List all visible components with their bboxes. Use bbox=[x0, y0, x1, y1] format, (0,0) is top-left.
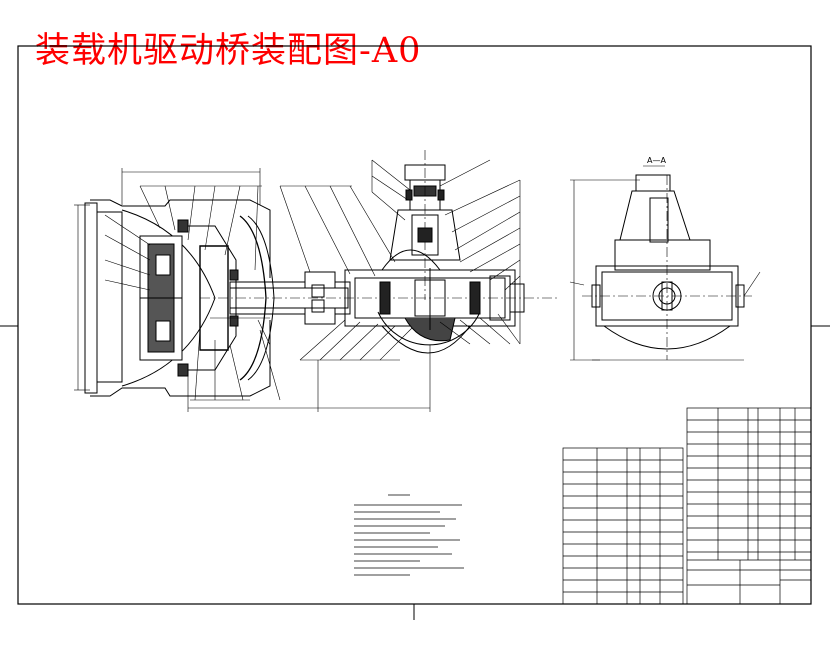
input-pinion-section bbox=[389, 150, 461, 300]
part-leaders-left bbox=[104, 214, 151, 291]
axle-shaft-section bbox=[200, 271, 560, 325]
section-a-a-view: A—A bbox=[569, 156, 761, 361]
part-leaders-bottom bbox=[190, 313, 521, 401]
main-assembly-view bbox=[74, 150, 560, 412]
technical-requirements bbox=[354, 494, 464, 576]
drawing-title: 装载机驱动桥装配图-A0 bbox=[35, 31, 422, 71]
dimension-lines bbox=[74, 168, 431, 412]
part-leaders-top bbox=[139, 159, 521, 344]
section-label: A—A bbox=[647, 156, 666, 165]
differential-section bbox=[344, 249, 525, 354]
drawing-frame bbox=[0, 45, 830, 620]
parts-list-table bbox=[562, 407, 812, 605]
